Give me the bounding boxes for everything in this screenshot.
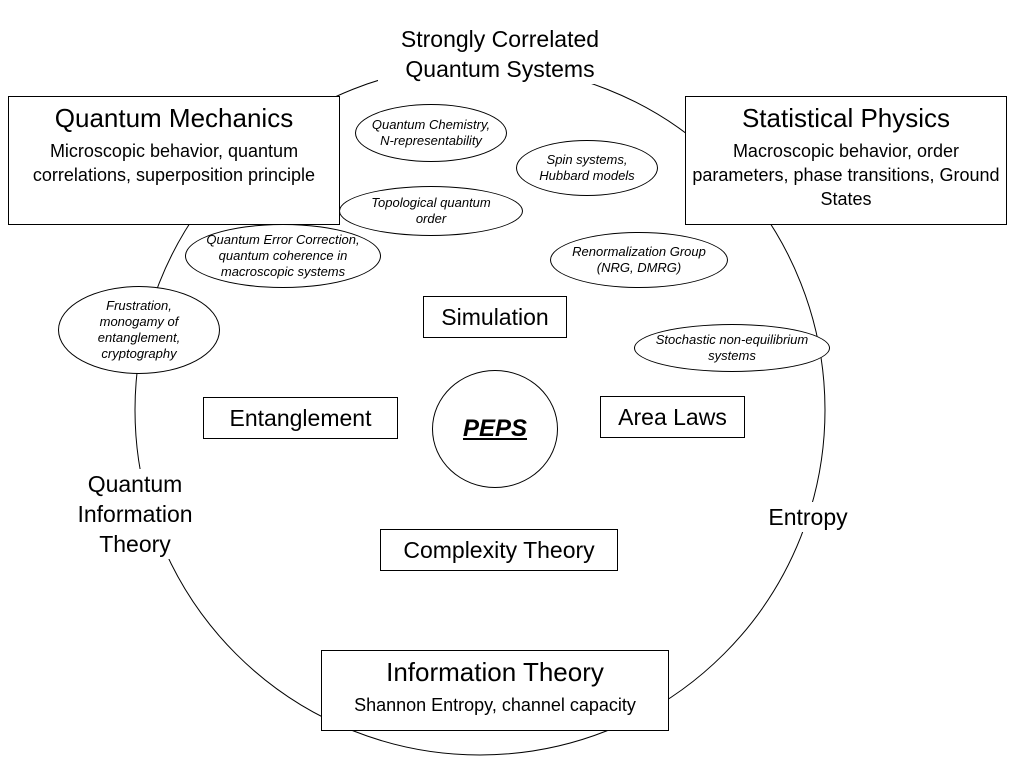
quantum-mechanics-subtitle: Microscopic behavior, quantum correlatio… — [32, 141, 316, 185]
quantum-mechanics-box: Quantum Mechanics Microscopic behavior, … — [8, 96, 340, 225]
statistical-physics-box: Statistical Physics Macroscopic behavior… — [685, 96, 1007, 225]
ring-label-left: Quantum Information Theory — [62, 469, 208, 559]
ring-label-top: Strongly Correlated Quantum Systems — [378, 24, 622, 84]
oval-stochastic: Stochastic non-equilibrium systems — [634, 324, 830, 372]
oval-error-correction: Quantum Error Correction, quantum cohere… — [185, 224, 381, 288]
oval-renormalization: Renormalization Group (NRG, DMRG) — [550, 232, 728, 288]
information-theory-subtitle: Shannon Entropy, channel capacity — [354, 695, 636, 715]
quantum-mechanics-title: Quantum Mechanics — [54, 103, 294, 133]
area-laws-box: Area Laws — [600, 396, 745, 438]
oval-frustration: Frustration, monogamy of entanglement, c… — [58, 286, 220, 374]
oval-topological-order: Topological quantum order — [339, 186, 523, 236]
complexity-theory-box: Complexity Theory — [380, 529, 618, 571]
statistical-physics-title: Statistical Physics — [741, 103, 951, 133]
information-theory-title: Information Theory — [386, 657, 604, 687]
statistical-physics-subtitle: Macroscopic behavior, order parameters, … — [692, 141, 1000, 209]
ring-label-right: Entropy — [758, 502, 858, 532]
entanglement-box: Entanglement — [203, 397, 398, 439]
simulation-box: Simulation — [423, 296, 567, 338]
oval-quantum-chemistry: Quantum Chemistry, N-representability — [355, 104, 507, 162]
information-theory-box: Information Theory Shannon Entropy, chan… — [321, 650, 669, 731]
peps-center-circle: PEPS — [432, 370, 558, 488]
oval-spin-systems: Spin systems, Hubbard models — [516, 140, 658, 196]
